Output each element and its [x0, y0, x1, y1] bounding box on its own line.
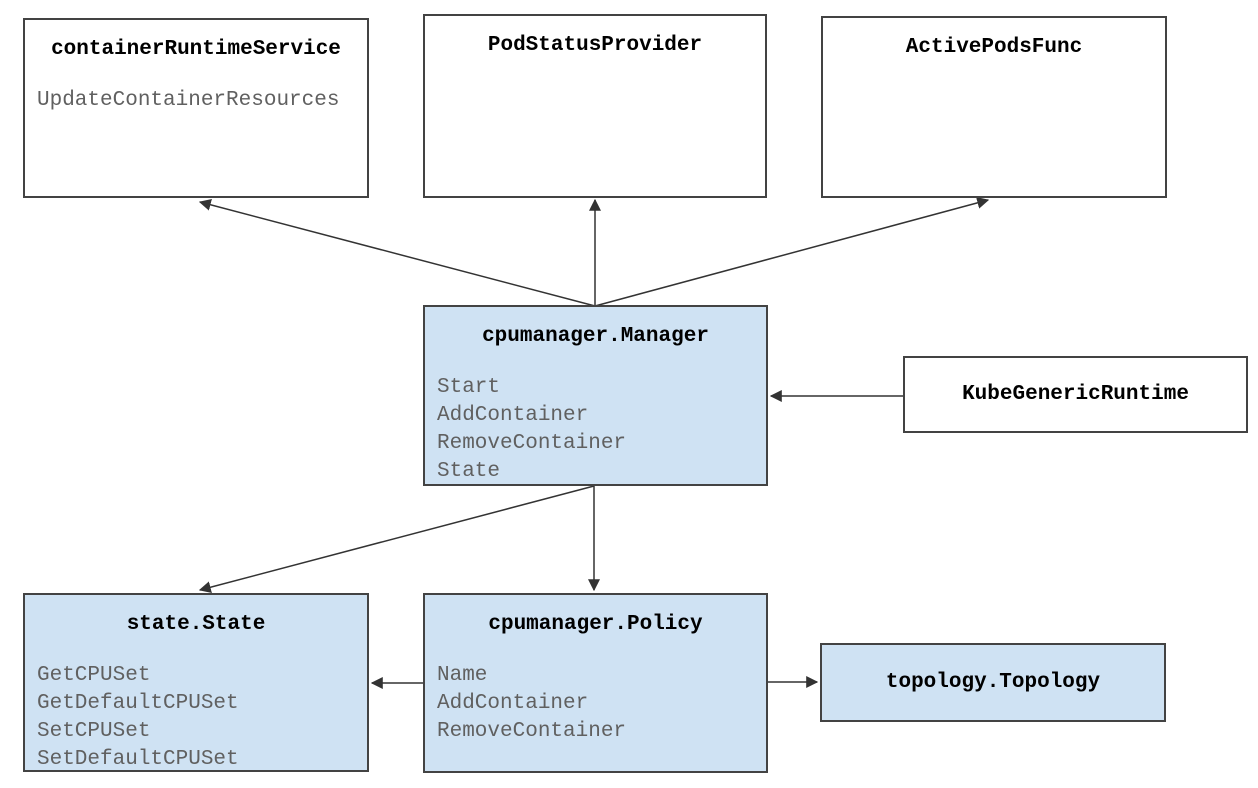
method-label: RemoveContainer	[437, 432, 627, 455]
method-label: Start	[437, 376, 501, 399]
method-label: UpdateContainerResources	[37, 89, 340, 112]
method-list: UpdateContainerResources	[25, 87, 367, 115]
method-label: Name	[437, 664, 488, 687]
node-active-pods-func: ActivePodsFunc	[821, 16, 1167, 198]
node-title: cpumanager.Manager	[482, 325, 709, 348]
edge-manager-to-container-runtime-service	[198, 198, 596, 307]
node-title: cpumanager.Policy	[488, 613, 703, 636]
node-title: PodStatusProvider	[487, 34, 703, 57]
node-cpumanager-manager: cpumanager.Manager Start AddContainer Re…	[423, 305, 768, 486]
node-title: topology.Topology	[885, 670, 1101, 694]
node-kube-generic-runtime: KubeGenericRuntime	[903, 356, 1248, 433]
method-label: SetDefaultCPUSet	[37, 748, 239, 771]
method-list: Name AddContainer RemoveContainer	[425, 662, 766, 746]
method-label: AddContainer	[437, 692, 589, 715]
node-topology-topology: topology.Topology	[820, 643, 1166, 722]
node-state-state: state.State GetCPUSet GetDefaultCPUSet S…	[23, 593, 369, 772]
method-label: AddContainer	[437, 404, 589, 427]
method-label: RemoveContainer	[437, 720, 627, 743]
node-title: containerRuntimeService	[51, 38, 341, 61]
method-label: State	[437, 460, 501, 483]
method-list: Start AddContainer RemoveContainer State	[425, 374, 766, 486]
node-cpumanager-policy: cpumanager.Policy Name AddContainer Remo…	[423, 593, 768, 773]
method-list: GetCPUSet GetDefaultCPUSet SetCPUSet Set…	[25, 662, 367, 774]
edge-manager-to-state-state	[198, 485, 595, 594]
method-label: SetCPUSet	[37, 720, 151, 743]
node-pod-status-provider: PodStatusProvider	[423, 14, 767, 198]
node-container-runtime-service: containerRuntimeService UpdateContainerR…	[23, 18, 369, 198]
node-title: ActivePodsFunc	[905, 36, 1083, 59]
node-title: state.State	[126, 613, 266, 636]
edge-manager-to-active-pods-func	[594, 197, 990, 307]
node-title: KubeGenericRuntime	[962, 382, 1189, 406]
method-label: GetDefaultCPUSet	[37, 692, 239, 715]
method-label: GetCPUSet	[37, 664, 151, 687]
